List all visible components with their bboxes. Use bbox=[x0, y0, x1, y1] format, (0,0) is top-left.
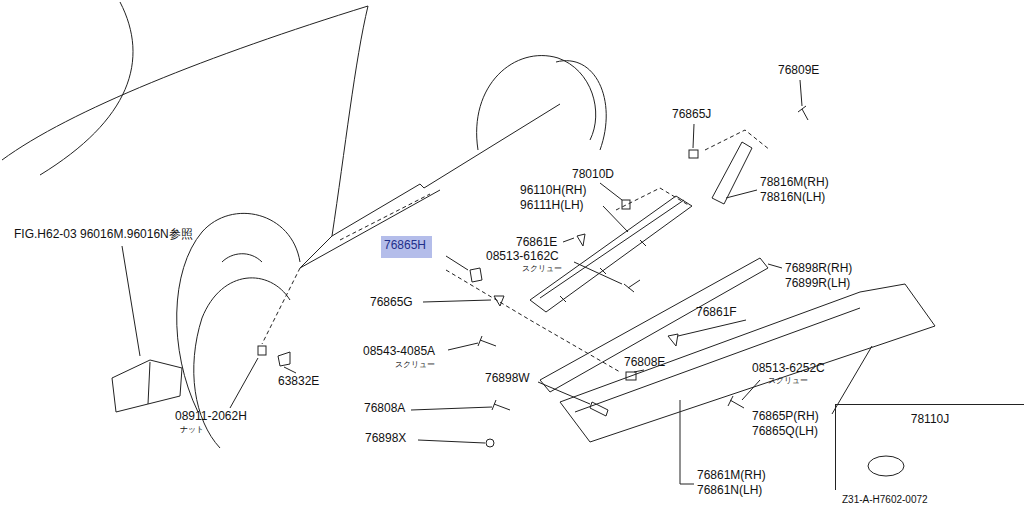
plate bbox=[712, 142, 752, 204]
part-type-note: スクリュー bbox=[395, 361, 435, 370]
trim bbox=[590, 402, 608, 416]
part-number: 76861N(LH) bbox=[697, 484, 762, 497]
body-line bbox=[300, 236, 332, 268]
highlight-callout: 76865H bbox=[381, 236, 432, 258]
body-line bbox=[40, 2, 133, 175]
part-number: 78010D bbox=[572, 168, 614, 181]
screw bbox=[798, 106, 808, 120]
part-number: 76861M(RH) bbox=[697, 469, 766, 482]
part-number: 76899R(LH) bbox=[785, 277, 850, 290]
dash-line bbox=[616, 188, 690, 210]
part-number: 76898X bbox=[365, 432, 406, 445]
body-line bbox=[2, 6, 368, 160]
dash-line bbox=[446, 270, 620, 372]
part-number: 76865Q(LH) bbox=[752, 425, 818, 438]
dash-line bbox=[340, 194, 430, 240]
screw bbox=[728, 396, 744, 408]
grommet bbox=[486, 439, 494, 447]
door-edge bbox=[332, 6, 368, 236]
part-number: 76861E bbox=[516, 236, 557, 249]
part-type-note: スクリュー bbox=[768, 377, 808, 386]
part-number: 76898R(RH) bbox=[785, 262, 852, 275]
figure-code: Z31-A-H7602-0072 bbox=[842, 494, 928, 505]
nut bbox=[258, 346, 266, 355]
screw bbox=[492, 400, 510, 410]
reference-note: FIG.H62-03 96016M.96016N参照 bbox=[14, 228, 193, 241]
part-number: 76809E bbox=[778, 64, 819, 77]
leader-line bbox=[122, 246, 140, 356]
clip bbox=[577, 234, 585, 246]
part-number: 76865P(RH) bbox=[752, 410, 819, 423]
part-number: 78110J bbox=[844, 413, 1016, 426]
part-number: 08513-6162C bbox=[486, 250, 559, 263]
sticker-symbol bbox=[868, 456, 904, 476]
clip bbox=[689, 150, 698, 158]
part-number: 96110H(RH) bbox=[520, 184, 586, 197]
part-number: 76861F bbox=[696, 306, 737, 319]
clip bbox=[626, 372, 636, 380]
part-number: 08513-6252C bbox=[752, 362, 825, 375]
mud-flap bbox=[148, 362, 150, 404]
part-number: 08911-2062H bbox=[175, 410, 247, 423]
wheel-arch bbox=[477, 56, 596, 150]
dash-line bbox=[262, 268, 300, 344]
reference-box: 78110J bbox=[835, 404, 1024, 490]
sill-cover bbox=[575, 308, 860, 412]
clip bbox=[494, 296, 504, 306]
tire bbox=[556, 61, 606, 150]
screw bbox=[478, 336, 496, 346]
clip bbox=[470, 268, 482, 282]
sill-cover bbox=[560, 284, 935, 442]
dash-line bbox=[705, 130, 770, 150]
clip bbox=[668, 334, 678, 346]
part-type-note: スクリュー bbox=[522, 265, 562, 274]
rocker-line bbox=[332, 104, 560, 236]
leader-lines bbox=[230, 80, 872, 484]
rocker-line bbox=[300, 190, 440, 268]
part-number: 76808A bbox=[364, 402, 405, 415]
mud-flap bbox=[112, 360, 182, 412]
part-number: 08543-4085A bbox=[363, 345, 435, 358]
arch-lip bbox=[222, 254, 262, 262]
bracket bbox=[540, 200, 684, 302]
part-type-note: ナット bbox=[180, 426, 204, 435]
part-number: 76898W bbox=[485, 372, 530, 385]
part-number: 76865J bbox=[672, 108, 711, 121]
part-number: 96111H(LH) bbox=[520, 199, 584, 212]
part-number: 76865H bbox=[384, 239, 429, 252]
clip bbox=[622, 200, 630, 209]
part-number: 78816N(LH) bbox=[760, 191, 825, 204]
part-number: 76865G bbox=[370, 296, 413, 309]
part-number: 63832E bbox=[278, 375, 319, 388]
part-number: 76808E bbox=[624, 356, 665, 369]
screw bbox=[624, 280, 640, 292]
part-number: 78816M(RH) bbox=[760, 176, 829, 189]
clip bbox=[278, 352, 290, 366]
